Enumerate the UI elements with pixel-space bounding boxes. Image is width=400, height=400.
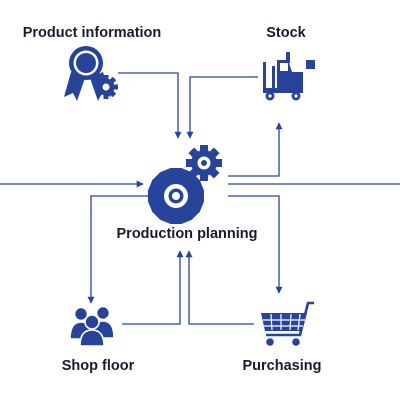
product-information-label: Product information	[22, 25, 162, 41]
connector-planning-to-purchasing	[228, 195, 283, 294]
award-rosette-with-gear-icon	[64, 46, 118, 101]
gears-icon	[147, 145, 222, 225]
connector-shop-floor-to-planning	[122, 250, 184, 325]
connector-planning-to-shop-floor	[87, 195, 151, 304]
connector-stock-to-planning	[186, 76, 258, 139]
connector-planning-to-stock	[228, 122, 283, 177]
forklift-icon	[263, 52, 315, 101]
production-planning-label: Production planning	[116, 226, 258, 242]
stock-label: Stock	[266, 25, 306, 41]
connector-product-info-to-planning	[118, 72, 182, 139]
purchasing-label: Purchasing	[242, 358, 322, 374]
connector-lines	[0, 72, 400, 325]
connector-purchasing-to-planning	[185, 250, 254, 325]
shopping-cart-icon	[261, 301, 314, 346]
people-group-icon	[69, 305, 115, 347]
shop-floor-label: Shop floor	[61, 358, 135, 374]
